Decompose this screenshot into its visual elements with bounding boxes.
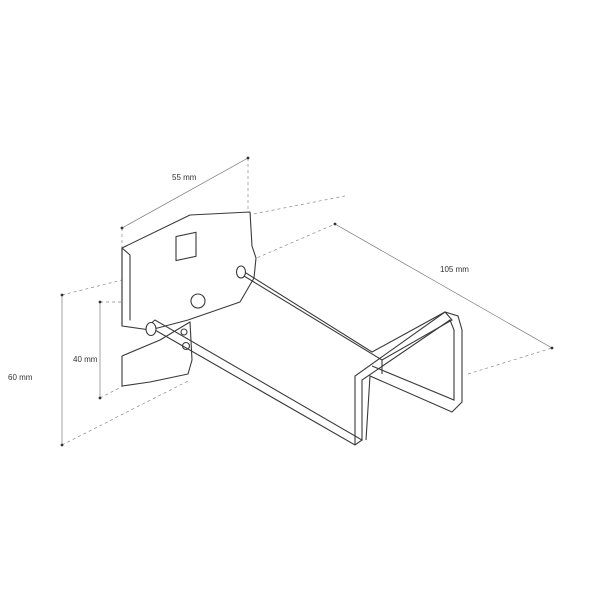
dim-line-width [121, 157, 249, 229]
front-loop [354, 311, 463, 445]
front-loop-inner [361, 319, 455, 440]
dim-point [333, 222, 337, 226]
dim-point [60, 293, 64, 297]
depth-dimension-label: 105 mm [440, 265, 469, 274]
lower-rod-end [145, 321, 157, 337]
upper-rod [237, 267, 453, 361]
back-plate-thickness [121, 247, 131, 321]
dim-point [550, 346, 554, 350]
lower-tab-hole [180, 328, 188, 336]
dim-point [120, 226, 124, 230]
dim-point [98, 396, 102, 400]
dim-point [98, 300, 102, 304]
mounting-hole-round [190, 293, 206, 309]
dimension-labels: 55 mm 105 mm 40 mm 60 mm [8, 173, 469, 382]
mounting-slot-square [175, 231, 197, 262]
dimension-lines [60, 156, 554, 447]
ext-line-bottom-left [61, 379, 191, 446]
ext-line-top-back [247, 195, 346, 216]
back-plate [121, 211, 257, 331]
outer-height-dimension-label: 60 mm [8, 373, 33, 382]
back-plate-body [121, 211, 257, 331]
lower-tab [121, 321, 193, 387]
inner-height-dimension-label: 40 mm [73, 355, 98, 364]
dim-point [60, 443, 64, 447]
dim-point [246, 156, 250, 160]
dim-line-depth [334, 223, 553, 349]
ext-line-front [467, 347, 553, 375]
ext-line-rod-top [251, 223, 336, 261]
ext-line-top-left [61, 279, 123, 296]
wire-hook [145, 265, 463, 446]
upper-rod-end [235, 265, 247, 279]
width-dimension-label: 55 mm [172, 173, 197, 182]
lower-tab-body [121, 321, 193, 387]
